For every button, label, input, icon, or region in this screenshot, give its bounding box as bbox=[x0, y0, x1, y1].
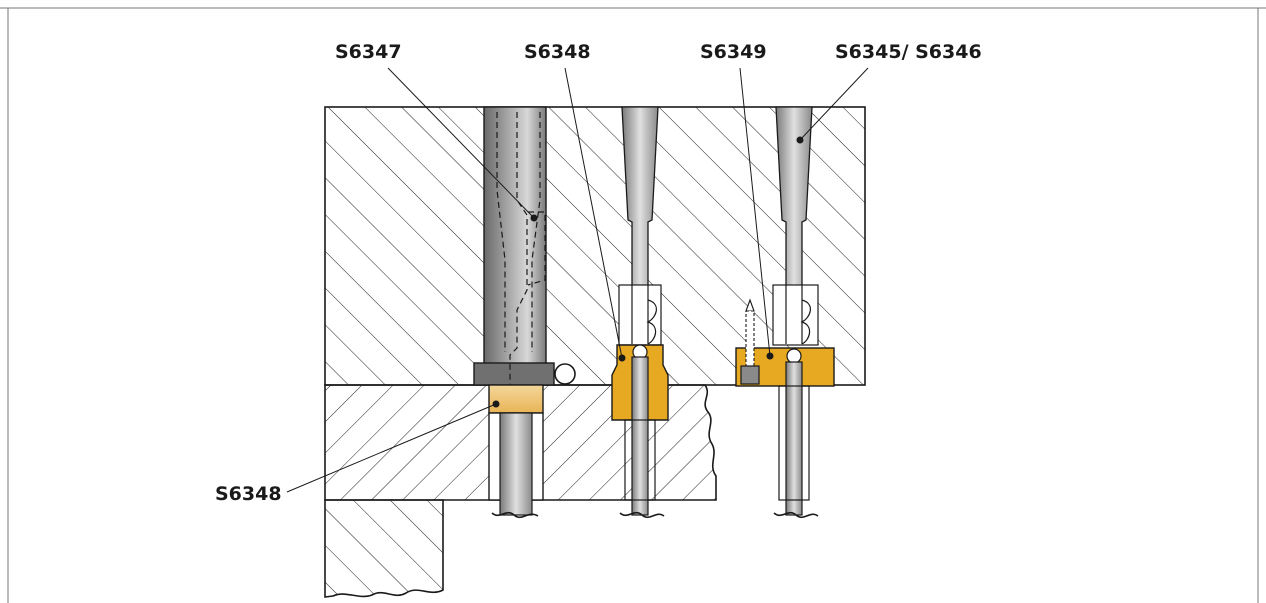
pin-assembly-3 bbox=[735, 106, 835, 519]
callout-s6345-s6346: S6345/ S6346 bbox=[835, 41, 982, 63]
base-block bbox=[324, 499, 444, 598]
frame bbox=[0, 7, 1266, 603]
callout-s6348-left: S6348 bbox=[215, 483, 282, 505]
pin-marker-dot bbox=[796, 136, 804, 144]
sprue-bush bbox=[473, 106, 576, 410]
callout-s6347: S6347 bbox=[335, 41, 402, 63]
callout-s6348-top: S6348 bbox=[524, 41, 591, 63]
callout-s6349: S6349 bbox=[700, 41, 767, 63]
pin-assembly-2 bbox=[611, 106, 669, 519]
leader-lines bbox=[286, 67, 869, 493]
bushing-left bbox=[488, 384, 544, 519]
